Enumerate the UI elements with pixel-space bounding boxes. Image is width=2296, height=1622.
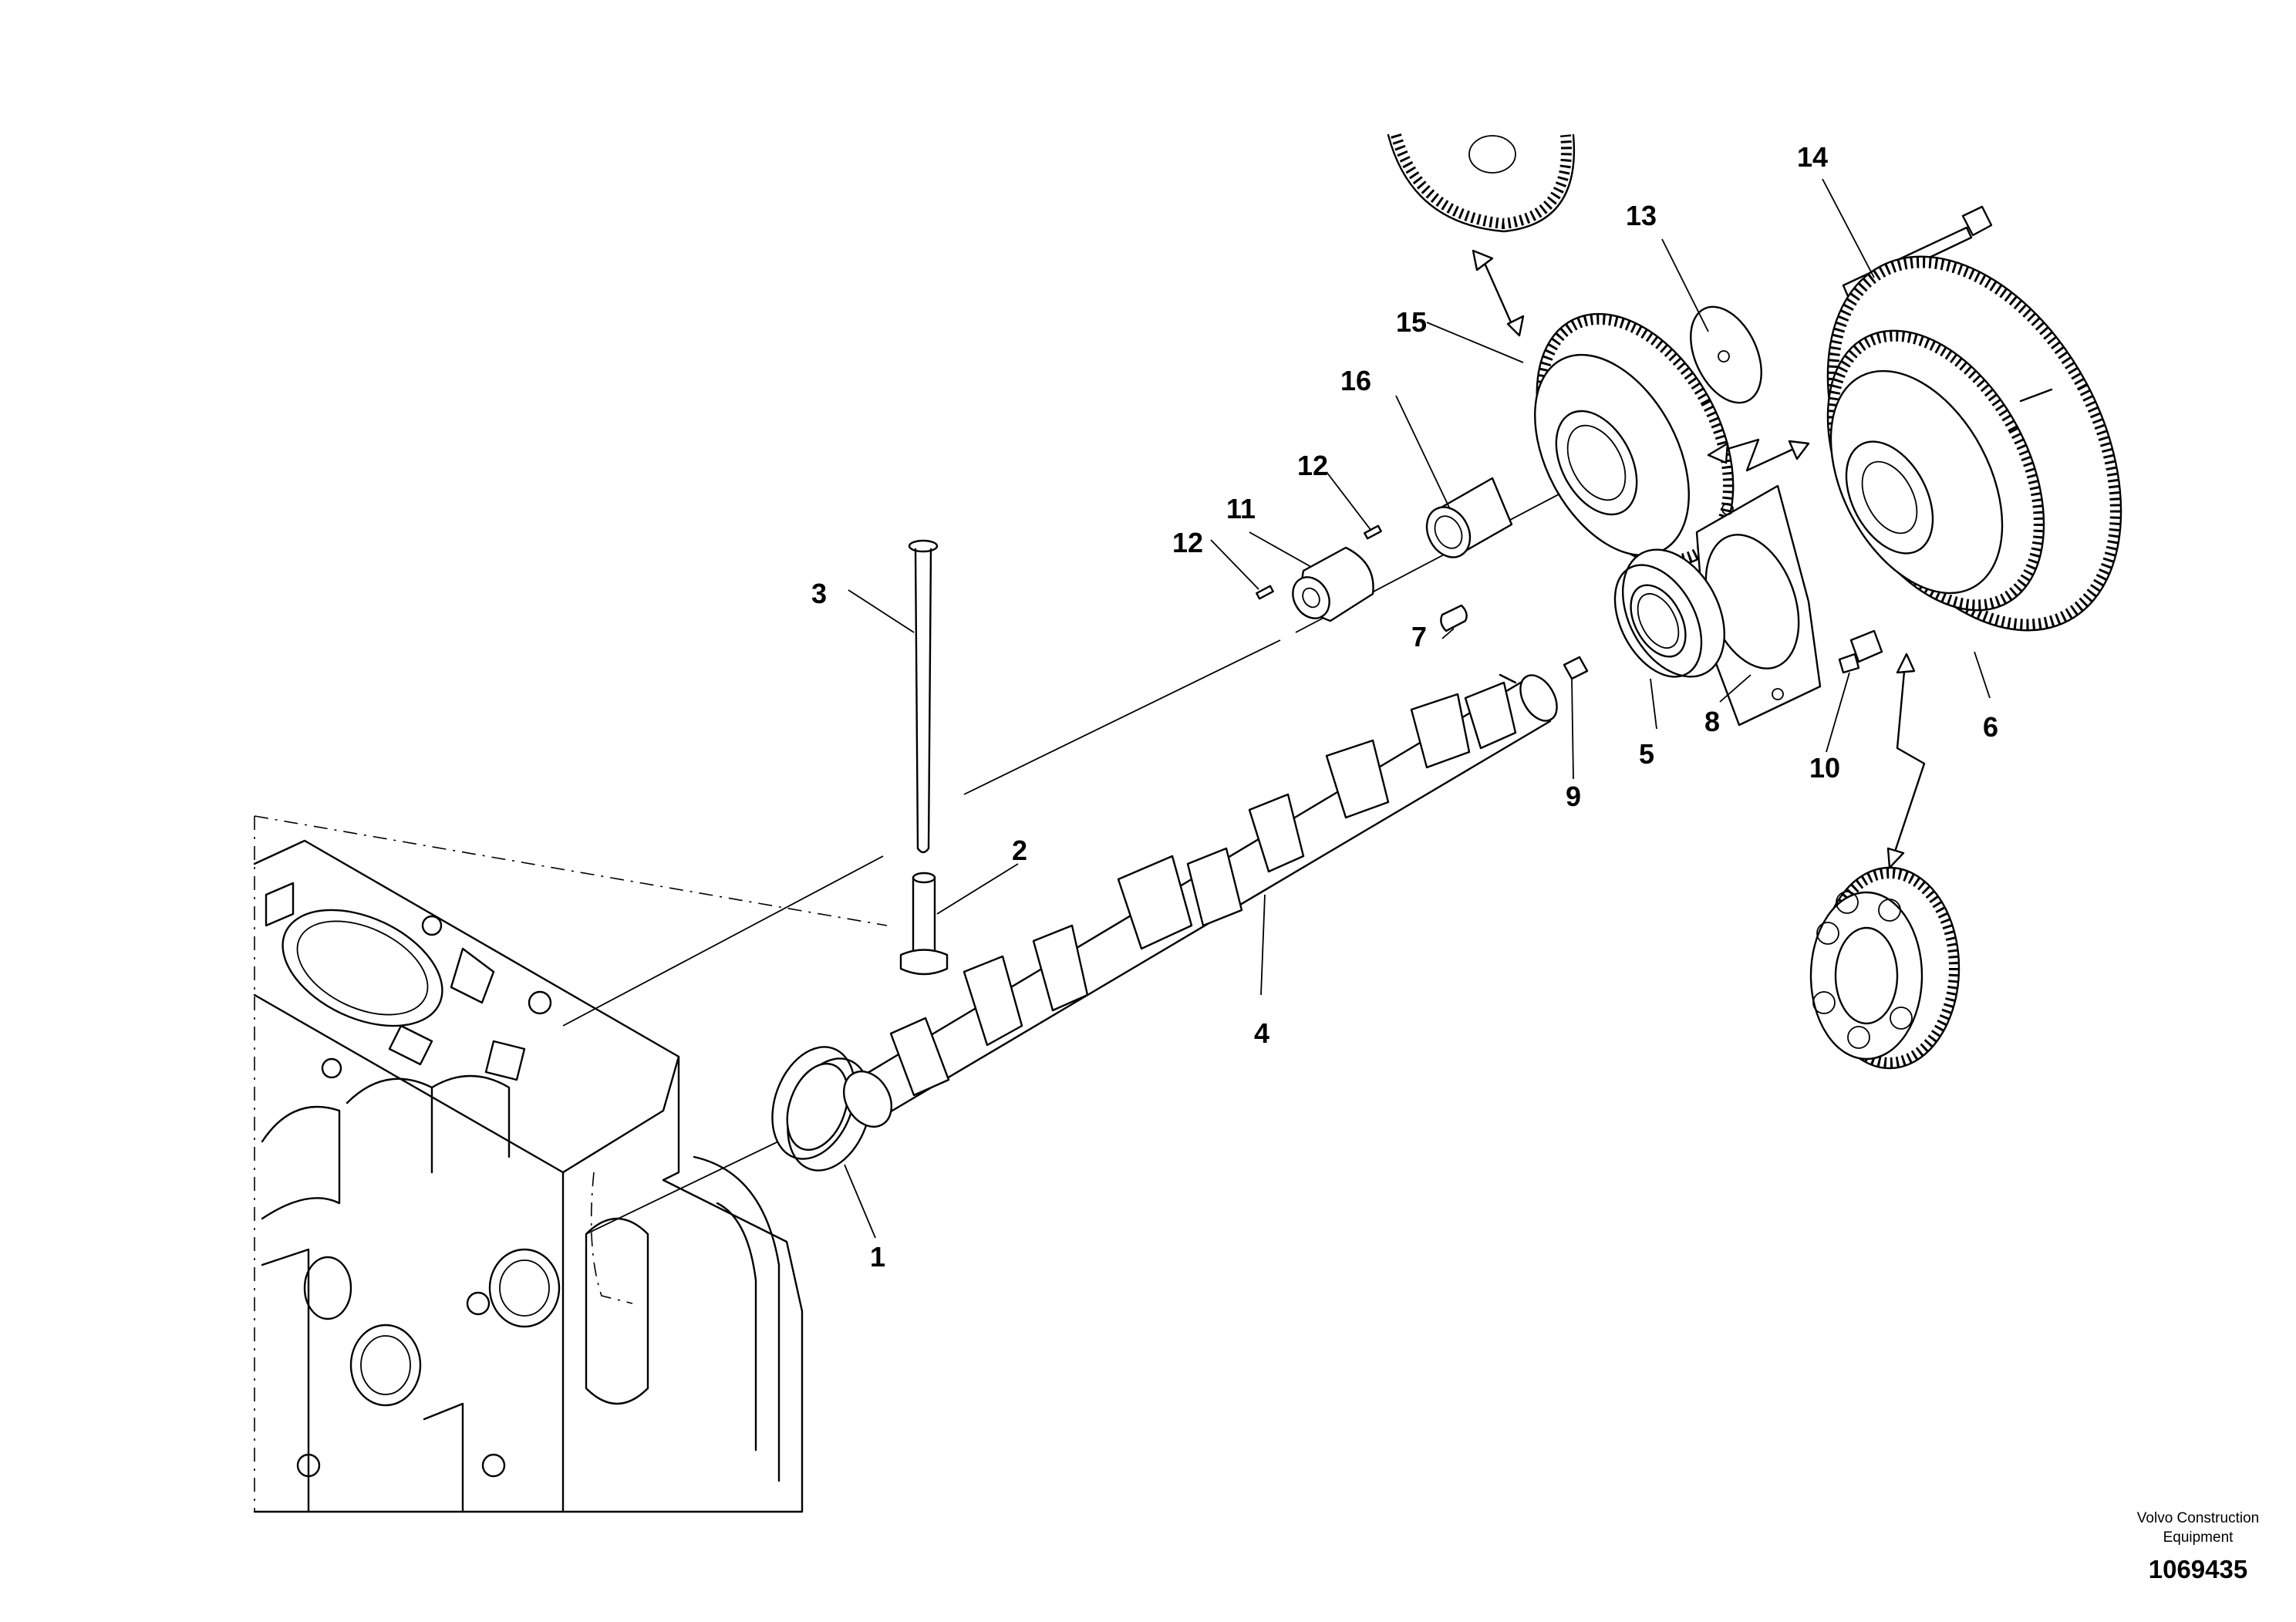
callout-7: 7 bbox=[1411, 621, 1428, 653]
callout-15: 15 bbox=[1396, 306, 1428, 338]
part-11-bearing-housing bbox=[1292, 546, 1374, 622]
callout-16: 16 bbox=[1340, 365, 1372, 396]
mesh-indicators bbox=[1707, 438, 1926, 869]
callout-14: 14 bbox=[1797, 141, 1829, 173]
part-5-ball-bearing bbox=[1613, 548, 1725, 678]
callout-12b: 12 bbox=[1297, 450, 1329, 481]
upper-gear-fragment bbox=[1387, 133, 1576, 337]
part-9-dowel bbox=[1563, 656, 1589, 680]
drawing-number: 1069435 bbox=[2148, 1555, 2248, 1583]
part-7-key bbox=[1440, 604, 1468, 632]
part-15-idler-gear bbox=[1534, 312, 1735, 567]
callout-4: 4 bbox=[1254, 1017, 1270, 1049]
crank-gear bbox=[1809, 866, 1961, 1070]
part-4-camshaft bbox=[842, 673, 1558, 1128]
credit-line-2: Equipment bbox=[2163, 1529, 2234, 1546]
leader-lines bbox=[844, 178, 1991, 1239]
callout-8: 8 bbox=[1704, 706, 1721, 737]
callout-5: 5 bbox=[1639, 738, 1655, 770]
callout-12a: 12 bbox=[1172, 527, 1204, 558]
callout-2: 2 bbox=[1012, 835, 1028, 866]
callout-1: 1 bbox=[870, 1241, 886, 1273]
part-16-bushing bbox=[1425, 477, 1513, 558]
callout-9: 9 bbox=[1566, 781, 1582, 812]
part-2-tappet bbox=[899, 872, 949, 976]
credit-line-1: Volvo Construction bbox=[2136, 1510, 2260, 1526]
engine-block bbox=[253, 815, 888, 1513]
part-6-cam-gear bbox=[1826, 255, 2122, 632]
part-10-bolt bbox=[1838, 629, 1883, 674]
callout-10: 10 bbox=[1809, 752, 1841, 784]
part-1-thrust-ring bbox=[771, 1046, 872, 1172]
callout-3: 3 bbox=[811, 578, 828, 609]
callout-11: 11 bbox=[1226, 493, 1256, 524]
part-12-pins bbox=[1256, 524, 1382, 600]
callout-13: 13 bbox=[1626, 200, 1657, 231]
part-3-push-rod bbox=[908, 539, 939, 854]
callout-6: 6 bbox=[1983, 711, 1999, 743]
